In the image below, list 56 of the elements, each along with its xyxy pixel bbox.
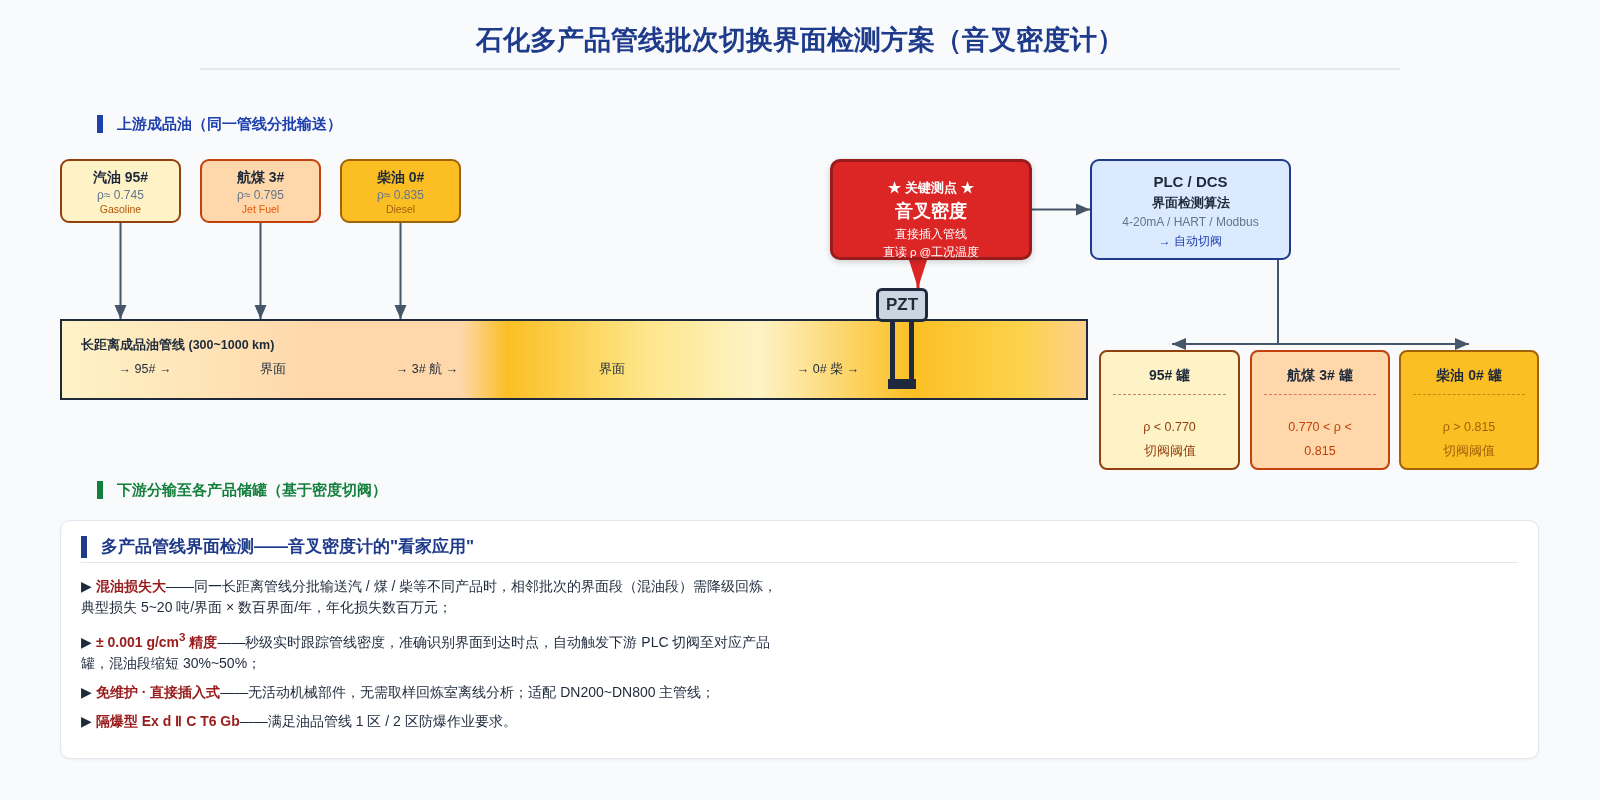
interface-label: 界面 [599, 361, 625, 378]
section-heading: 上游成品油（同一管线分批输送） [97, 115, 342, 133]
pipeline-title: 长距离成品油管线 (300~1000 km) [81, 336, 275, 354]
panel-heading: 多产品管线界面检测——音叉密度计的"看家应用" [81, 536, 475, 558]
product-name: 柴油 0# [376, 167, 425, 187]
arrow [909, 260, 927, 288]
control-system-box [1090, 159, 1291, 260]
density-threshold: ρ < 0.770 [1143, 419, 1196, 436]
product-english-name: Diesel [385, 202, 416, 216]
bullet-paragraph: ▶ ± 0.001 g/cm$^{3}$ 精度——秒级实时跟踪管线密度，准确识别界面到达时点，自动触发下游 PLC 切阀至对应产品罐，混油段缩短 30%~50%； [81, 629, 772, 673]
storage-tank-card [1099, 350, 1240, 470]
batch-flow-label: → 3# 航 → [395, 361, 459, 378]
product-english-name: Gasoline [99, 202, 142, 216]
storage-tank-card [1399, 350, 1539, 470]
interface-label: 界面 [260, 361, 286, 378]
batch-flow-label: → 95# → [118, 361, 172, 378]
pipeline-band [60, 319, 1088, 400]
callout-note: 直读 ρ @工况温度 [882, 245, 980, 260]
callout-note: 直接插入管线 [895, 226, 967, 243]
instrument-name: 音叉密度 [895, 200, 967, 223]
system-name: PLC / DCS [1153, 172, 1228, 192]
bullet-paragraph: ▶ 隔爆型 Ex d Ⅱ C T6 Gb——满足油品管线 1 区 / 2 区防爆作业要求。 [81, 711, 518, 731]
product-card [340, 159, 461, 223]
density-value: ρ≈ 0.835 [377, 186, 424, 203]
threshold-note: 切阀阈值 [1443, 443, 1495, 460]
arrow [1031, 203, 1091, 216]
arrow [114, 222, 127, 320]
product-name: 航煤 3# [236, 167, 285, 187]
tank-name: 航煤 3# 罐 [1286, 366, 1354, 385]
action-note: → 自动切阀 [1158, 233, 1223, 250]
protocol-list: 4-20mA / HART / Modbus [1122, 213, 1259, 232]
page-title: 石化多产品管线批次切换界面检测方案（音叉密度计） [474, 24, 1125, 57]
density-value: ρ≈ 0.795 [237, 186, 284, 203]
sensor-callout-box [830, 159, 1032, 260]
section-heading: 下游分输至各产品储罐（基于密度切阀） [97, 481, 387, 499]
density-threshold: 0.770 < ρ < 0.815 [1287, 419, 1353, 460]
bullet-paragraph: ▶ 免维护 · 直接插入式——无活动机械部件，无需取样回炼室离线分析；适配 DN200~DN800 主管线； [81, 682, 717, 702]
bullet-paragraph: ▶ 混油损失大——同一长距离管线分批输送汽 / 煤 / 柴等不同产品时，相邻批次的界面段（混油段）需降级回炼，典型损失 5~20 吨/界面 × 数百界面/年，年化损失数百万元； [81, 577, 779, 617]
product-name: 汽油 95# [92, 167, 149, 187]
info-panel [60, 520, 1539, 759]
callout-heading: ★ 关键测点 ★ [888, 179, 974, 197]
arrow [394, 222, 407, 320]
product-card [200, 159, 321, 223]
arrow [1277, 259, 1470, 350]
batch-flow-label: → 0# 柴 → [796, 361, 860, 378]
tank-name: 柴油 0# 罐 [1435, 366, 1503, 385]
density-value: ρ≈ 0.745 [97, 186, 144, 203]
density-threshold: ρ > 0.815 [1442, 419, 1496, 436]
product-card [60, 159, 181, 223]
product-english-name: Jet Fuel [241, 202, 280, 216]
sensor-tag: PZT [876, 288, 928, 322]
storage-tank-card [1250, 350, 1390, 470]
arrow [254, 222, 267, 320]
tank-name: 95# 罐 [1147, 366, 1192, 385]
algorithm-label: 界面检测算法 [1151, 194, 1230, 212]
threshold-note: 切阀阈值 [1143, 443, 1196, 460]
